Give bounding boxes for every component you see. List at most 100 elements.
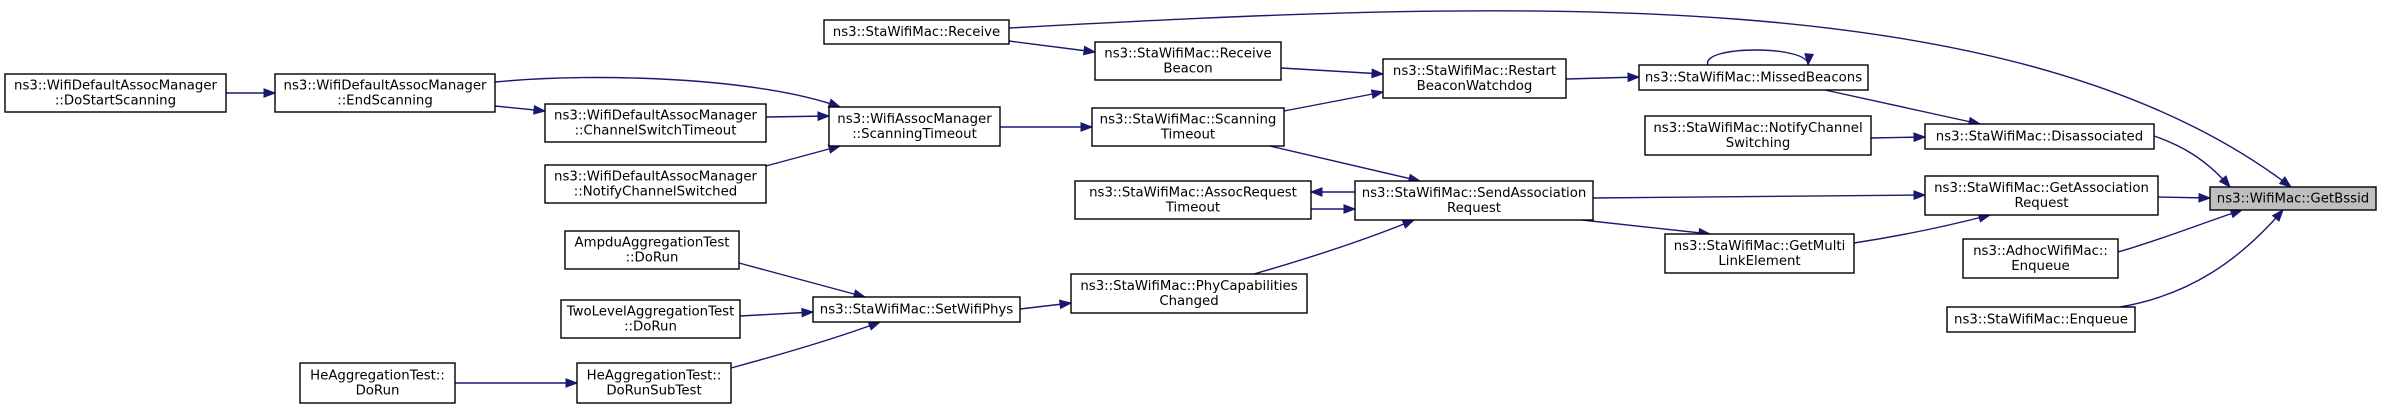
edge-missedbeacons-to-missedbeacons bbox=[1707, 49, 1815, 67]
edge-hedorunsub-to-setwifiphys bbox=[730, 321, 882, 369]
node-label: ns3::StaWifiMac::MissedBeacons bbox=[1645, 71, 1862, 86]
edge-line bbox=[1008, 40, 1096, 53]
node-label: ns3::StaWifiMac::SendAssociation bbox=[1362, 186, 1587, 201]
node-box bbox=[1070, 273, 1308, 314]
node-box bbox=[1094, 41, 1282, 81]
node-box bbox=[1924, 123, 2155, 150]
node-label: HeAggregationTest:: bbox=[310, 369, 445, 384]
node-label: LinkElement bbox=[1718, 254, 1800, 269]
edge-scanningtimeout_mgr-to-scanningtimeout_sta bbox=[1000, 122, 1094, 132]
arrow-head bbox=[1627, 72, 1641, 83]
edge-notifychanswitched-to-scanningtimeout_mgr bbox=[765, 144, 842, 167]
arrow-head bbox=[1804, 53, 1815, 67]
node-label: ns3::StaWifiMac::Scanning bbox=[1100, 113, 1277, 128]
edges-layer bbox=[226, 10, 2293, 388]
edge-chanswitchtimeout-to-scanningtimeout_mgr bbox=[765, 111, 831, 122]
arrow-head bbox=[2218, 175, 2231, 189]
node-label: ::DoRun bbox=[626, 251, 679, 266]
edge-line bbox=[739, 311, 814, 317]
node-label: ns3::StaWifiMac::SetWifiPhys bbox=[820, 303, 1013, 318]
node-adhocenqueue[interactable]: ns3::AdhocWifiMac::Enqueue bbox=[1962, 238, 2119, 279]
node-missedbeacons[interactable]: ns3::StaWifiMac::MissedBeacons bbox=[1638, 64, 1869, 91]
arrow-head bbox=[2278, 176, 2293, 188]
node-chanswitchtimeout[interactable]: ns3::WifiDefaultAssocManager::ChannelSwi… bbox=[544, 103, 767, 143]
arrow-head bbox=[1059, 299, 1073, 310]
node-box bbox=[1946, 306, 2136, 333]
arrow-head bbox=[2271, 208, 2284, 222]
node-label: ns3::WifiDefaultAssocManager bbox=[14, 79, 217, 94]
node-label: Switching bbox=[1726, 136, 1791, 151]
edge-line bbox=[738, 262, 866, 298]
edge-twoleveltest-to-setwifiphys bbox=[739, 307, 815, 318]
node-label: ns3::StaWifiMac::Receive bbox=[833, 25, 1000, 40]
node-label: Request bbox=[1447, 201, 1501, 216]
node-setwifiphys[interactable]: ns3::StaWifiMac::SetWifiPhys bbox=[812, 296, 1021, 323]
node-label: DoRun bbox=[356, 384, 400, 399]
edge-receive-to-receivebeacon bbox=[1008, 40, 1097, 56]
node-twoleveltest[interactable]: TwoLevelAggregationTest::DoRun bbox=[560, 299, 741, 339]
node-label: Timeout bbox=[1160, 128, 1215, 143]
node-label: ns3::StaWifiMac::NotifyChannel bbox=[1653, 121, 1862, 136]
edge-restartbeacon-to-missedbeacons bbox=[1565, 72, 1641, 83]
arrow-head bbox=[1371, 68, 1385, 79]
node-label: Request bbox=[2014, 196, 2068, 211]
node-endscanning[interactable]: ns3::WifiDefaultAssocManager::EndScannin… bbox=[274, 73, 496, 113]
arrow-head bbox=[565, 378, 579, 388]
node-box bbox=[274, 73, 496, 113]
edge-adhocenqueue-to-getbssid bbox=[2117, 208, 2244, 253]
edge-line bbox=[494, 76, 841, 108]
node-box bbox=[1644, 115, 1872, 156]
node-getbssid[interactable]: ns3::WifiMac::GetBssid bbox=[2209, 186, 2377, 211]
node-box bbox=[1924, 175, 2159, 216]
arrow-head bbox=[1913, 190, 1927, 201]
node-scanningtimeout_mgr[interactable]: ns3::WifiAssocManager::ScanningTimeout bbox=[828, 106, 1001, 147]
node-staenqueue[interactable]: ns3::StaWifiMac::Enqueue bbox=[1946, 306, 2136, 333]
edge-dostartscanning-to-endscanning bbox=[226, 88, 277, 98]
node-ampdutest[interactable]: AmpduAggregationTest::DoRun bbox=[564, 230, 740, 270]
node-hedorunsub[interactable]: HeAggregationTest::DoRunSubTest bbox=[576, 362, 732, 404]
edge-line bbox=[2119, 209, 2284, 308]
edge-line bbox=[1824, 89, 1981, 125]
node-label: ns3::AdhocWifiMac:: bbox=[1973, 244, 2108, 259]
node-label: AmpduAggregationTest bbox=[575, 236, 730, 251]
node-label: ns3::WifiDefaultAssocManager bbox=[554, 109, 757, 124]
node-label: HeAggregationTest:: bbox=[587, 369, 722, 384]
node-label: ns3::WifiAssocManager bbox=[837, 112, 992, 127]
edge-line bbox=[1269, 145, 1421, 182]
edge-staenqueue-to-getbssid bbox=[2119, 208, 2284, 308]
node-box bbox=[2209, 186, 2377, 211]
edge-scanningtimeout_sta-to-sendassocreq bbox=[1269, 145, 1422, 184]
node-label: ns3::StaWifiMac::GetMulti bbox=[1674, 239, 1846, 254]
edge-endscanning-to-scanningtimeout_mgr bbox=[494, 76, 842, 108]
node-scanningtimeout_sta[interactable]: ns3::StaWifiMac::ScanningTimeout bbox=[1091, 107, 1285, 147]
arrow-head bbox=[1080, 122, 1094, 132]
edge-line bbox=[730, 321, 881, 369]
edge-receivebeacon-to-restartbeacon bbox=[1280, 67, 1385, 79]
node-receive[interactable]: ns3::StaWifiMac::Receive bbox=[823, 19, 1010, 45]
node-dostartscanning[interactable]: ns3::WifiDefaultAssocManager::DoStartSca… bbox=[4, 73, 227, 113]
node-label: Enqueue bbox=[2011, 259, 2070, 274]
node-label: ::DoRun bbox=[624, 320, 677, 335]
node-disassociated[interactable]: ns3::StaWifiMac::Disassociated bbox=[1924, 123, 2155, 150]
node-label: ::DoStartScanning bbox=[55, 94, 176, 109]
node-label: ns3::StaWifiMac::Enqueue bbox=[1954, 313, 2128, 328]
edge-disassociated-to-getbssid bbox=[2153, 135, 2231, 189]
arrow-head bbox=[827, 98, 842, 108]
node-label: TwoLevelAggregationTest bbox=[566, 305, 735, 320]
arrow-head bbox=[263, 88, 277, 98]
node-notifychanswitched[interactable]: ns3::WifiDefaultAssocManager::NotifyChan… bbox=[544, 164, 767, 204]
edge-sendassocreq-to-assocreqtimeout bbox=[1309, 187, 1355, 197]
node-hedorun[interactable]: HeAggregationTest::DoRun bbox=[299, 362, 456, 404]
nodes-layer: ns3::WifiMac::GetBssid ns3::StaWifiMac::R… bbox=[4, 19, 2377, 404]
edge-endscanning-to-chanswitchtimeout bbox=[494, 104, 547, 115]
edge-scanningtimeout_sta-to-restartbeacon bbox=[1283, 89, 1385, 112]
